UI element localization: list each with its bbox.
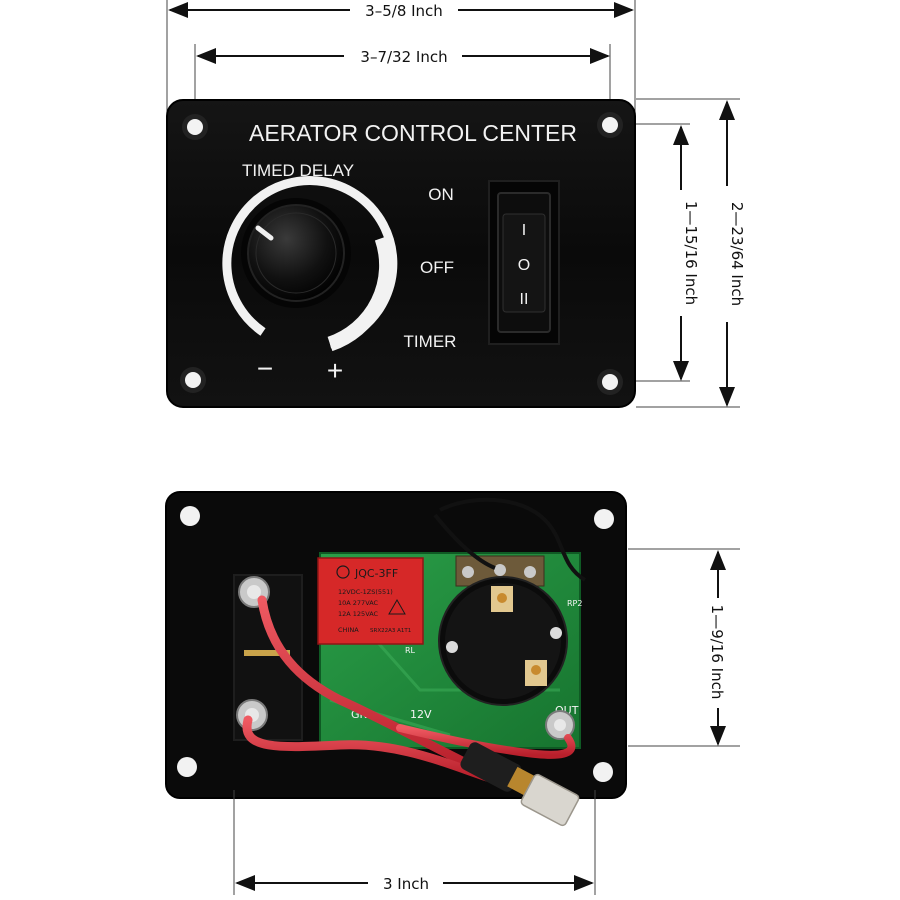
rocker-symbol-off: O (518, 257, 530, 274)
front-panel: AERATOR CONTROL CENTER TIMED DELAY − + O… (166, 99, 636, 408)
mount-hole-icon (180, 506, 200, 526)
terminal (545, 710, 575, 740)
red-wire (396, 724, 576, 759)
mount-hole-icon (593, 762, 613, 782)
relay-origin: CHINA (338, 626, 359, 634)
potentiometer (438, 555, 568, 706)
relay-spec-2: 10A 277VAC (338, 599, 379, 607)
dim-label-back-height: 1—9/16 Inch (708, 605, 726, 700)
red-wire (242, 715, 495, 783)
mount-hole-icon (597, 112, 623, 138)
dimension-overall-height: 2—23/64 Inch (636, 98, 746, 408)
mount-hole-icon (182, 114, 208, 140)
rocker-symbol-on: I (522, 222, 526, 239)
dim-label-hole-height: 1—15/16 Inch (682, 201, 700, 305)
switch-label-timer: TIMER (404, 332, 457, 351)
dimension-back-width: 3 Inch (233, 790, 596, 895)
dimension-back-height: 1—9/16 Inch (628, 548, 740, 747)
black-wire (439, 497, 587, 582)
back-panel: GN 12V OUT RL RP2 JQC-3FF 12VDC-1ZS(551)… (165, 491, 627, 827)
relay: JQC-3FF 12VDC-1ZS(551) 10A 277VAC 12A 12… (317, 557, 424, 645)
plus-label: + (327, 355, 343, 386)
mount-hole-icon (180, 367, 206, 393)
relay-spec-1: 12VDC-1ZS(551) (338, 588, 393, 596)
relay-brand: JQC-3FF (354, 567, 398, 580)
dim-label-overall-height: 2—23/64 Inch (728, 202, 746, 306)
minus-label: − (257, 353, 273, 384)
dimension-overall-width: 3–5/8 Inch (166, 0, 636, 112)
dimension-hole-width: 3–7/32 Inch (194, 44, 611, 112)
rocker-switch[interactable]: I O II (488, 180, 560, 345)
relay-code: SRX22A3 A1T1 (370, 628, 411, 634)
terminal (236, 699, 268, 731)
mount-hole-icon (177, 757, 197, 777)
dim-label-hole-width: 3–7/32 Inch (360, 48, 447, 66)
switch-label-off: OFF (420, 258, 454, 277)
knob-pointer-icon (255, 225, 274, 241)
mount-hole-icon (594, 509, 614, 529)
red-wire (257, 595, 485, 775)
switch-label-on: ON (428, 185, 454, 204)
wire-connector (460, 742, 580, 827)
relay-logo-icon (336, 565, 350, 579)
pcb-label-rl: RL (405, 646, 416, 655)
relay-spec-3: 12A 125VAC (338, 610, 379, 618)
rocker-symbol-timer: II (520, 291, 529, 308)
pcb-label-rp2: RP2 (567, 599, 582, 608)
mount-hole-icon (597, 369, 623, 395)
pcb-label-12v: 12V (410, 708, 432, 721)
dial-label: TIMED DELAY (242, 161, 354, 180)
dim-label-back-width: 3 Inch (383, 875, 429, 893)
timed-delay-knob[interactable] (241, 198, 351, 308)
panel-title: AERATOR CONTROL CENTER (249, 120, 577, 146)
dim-label-overall-width: 3–5/8 Inch (365, 2, 443, 20)
